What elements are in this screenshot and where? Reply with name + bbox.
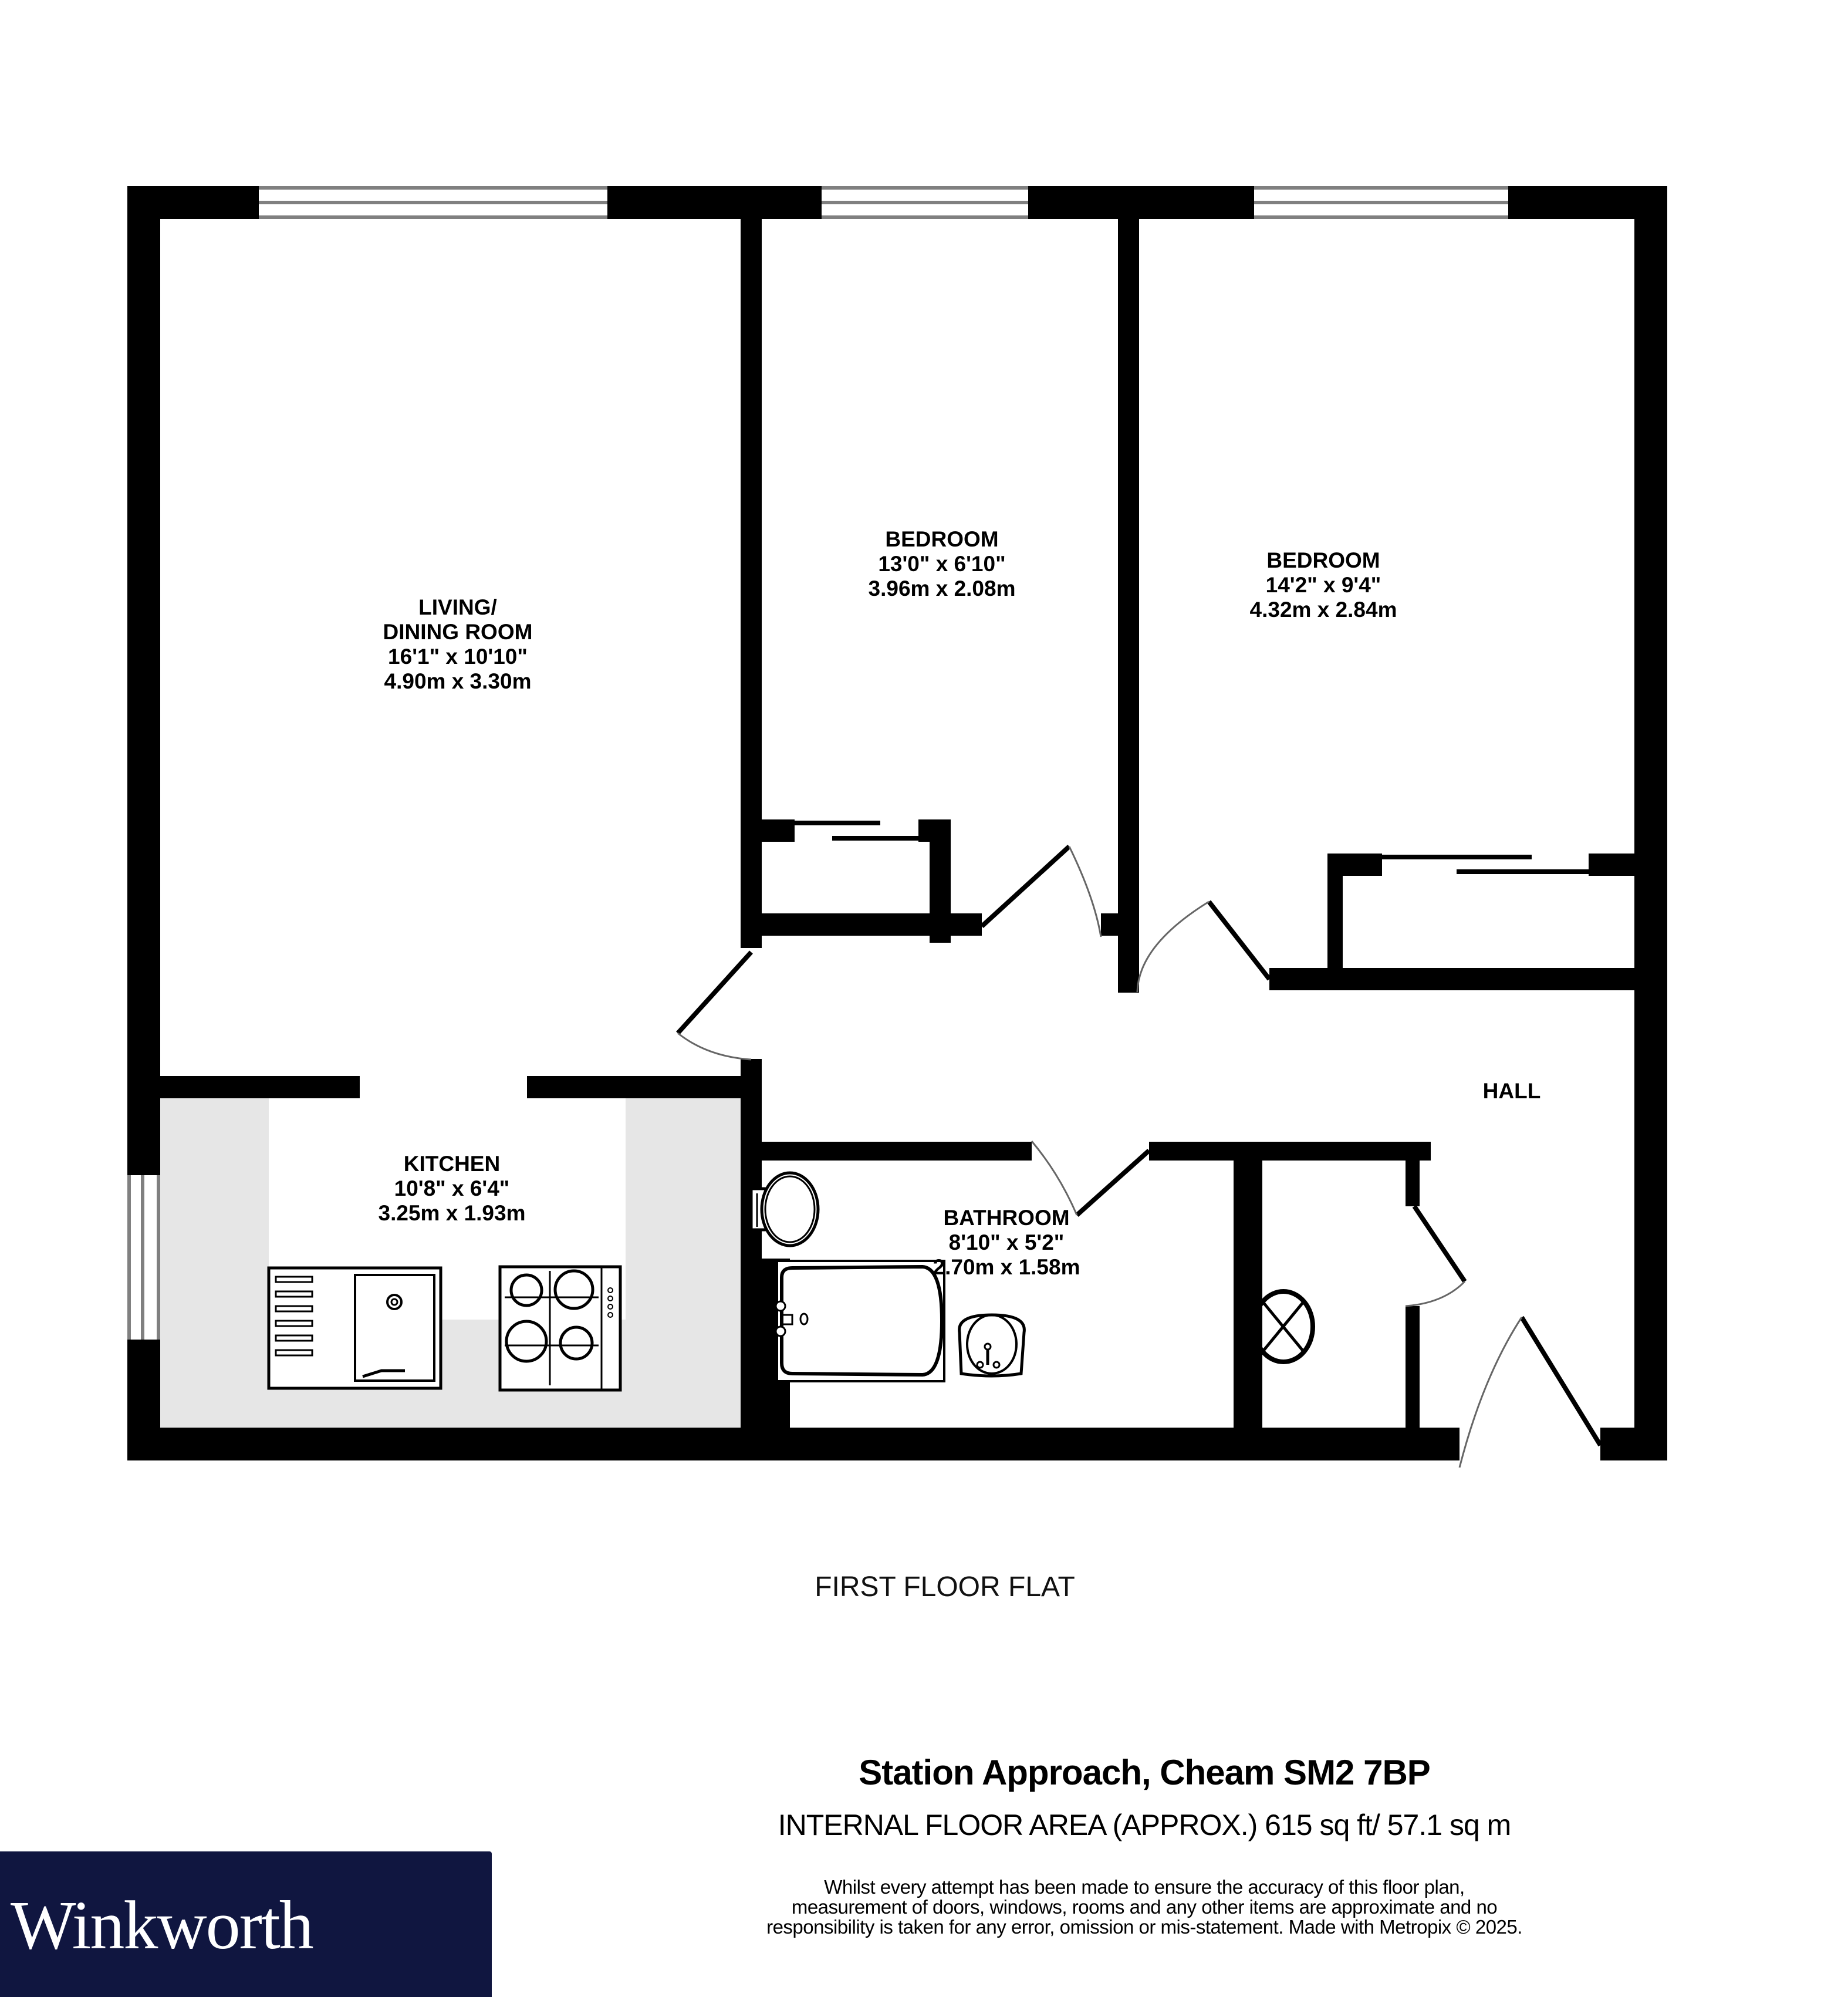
toilet-icon — [749, 1171, 820, 1247]
room-label-hall: HALL — [1483, 1079, 1541, 1104]
window-kitchen — [127, 1175, 160, 1340]
walls — [127, 186, 1667, 1460]
window-bedroom2 — [1254, 186, 1508, 219]
window-living — [259, 186, 607, 219]
windows — [127, 186, 1508, 1340]
room-label-living: LIVING/ DINING ROOM 16'1" x 10'10" 4.90m… — [383, 595, 533, 694]
room-dimensions-imperial: 13'0" x 6'10" — [878, 552, 1006, 576]
room-dimensions-imperial: 8'10" x 5'2" — [948, 1230, 1065, 1254]
hob-icon — [498, 1265, 622, 1392]
door-bathroom — [1031, 1141, 1151, 1217]
room-label-bathroom: BATHROOM 8'10" x 5'2" 2.70m x 1.58m — [933, 1206, 1080, 1280]
room-dimensions-imperial: 10'8" x 6'4" — [394, 1176, 510, 1200]
room-dimensions-imperial: 14'2" x 9'4" — [1265, 573, 1381, 597]
room-label-kitchen: KITCHEN 10'8" x 6'4" 3.25m x 1.93m — [379, 1152, 526, 1226]
window-bedroom1 — [822, 186, 1028, 219]
room-name: DINING ROOM — [383, 620, 533, 644]
floor-area: INTERNAL FLOOR AREA (APPROX.) 615 sq ft/… — [778, 1809, 1512, 1841]
door-entrance — [1458, 1315, 1603, 1468]
room-dimensions-metric: 2.70m x 1.58m — [933, 1255, 1080, 1279]
disclaimer-line: responsibility is taken for any error, o… — [766, 1916, 1522, 1938]
room-name: LIVING/ — [418, 595, 497, 619]
basin-icon — [958, 1313, 1026, 1378]
room-dimensions-metric: 4.32m x 2.84m — [1249, 598, 1397, 622]
bath-icon — [775, 1260, 945, 1382]
room-name: BEDROOM — [885, 527, 999, 551]
disclaimer-line: measurement of doors, windows, rooms and… — [791, 1896, 1498, 1918]
floor-label: FIRST FLOOR FLAT — [815, 1571, 1075, 1603]
room-name: HALL — [1482, 1079, 1541, 1103]
room-name: KITCHEN — [403, 1152, 501, 1176]
door-bedroom2 — [1136, 900, 1272, 993]
room-label-bedroom1: BEDROOM 13'0" x 6'10" 3.96m x 2.08m — [869, 527, 1016, 601]
room-name: BATHROOM — [943, 1206, 1070, 1230]
door-bedroom1 — [980, 845, 1102, 937]
room-dimensions-metric: 3.25m x 1.93m — [378, 1201, 526, 1225]
disclaimer-line: Whilst every attempt has been made to en… — [824, 1876, 1465, 1898]
sink-icon — [267, 1266, 442, 1390]
kitchen-counter — [160, 1087, 741, 1428]
doors — [676, 845, 1603, 1468]
room-label-bedroom2: BEDROOM 14'2" x 9'4" 4.32m x 2.84m — [1250, 548, 1397, 622]
disclaimer: Whilst every attempt has been made to en… — [704, 1877, 1585, 1937]
door-cupboard — [1405, 1205, 1467, 1307]
room-dimensions-imperial: 16'1" x 10'10" — [388, 645, 528, 669]
brand-logo: Winkworth — [11, 1887, 314, 1964]
wardrobe-doors — [795, 821, 1589, 874]
room-dimensions-metric: 3.96m x 2.08m — [868, 576, 1016, 601]
brand-logo-box: Winkworth — [0, 1851, 492, 1997]
room-name: BEDROOM — [1266, 548, 1380, 572]
room-dimensions-metric: 4.90m x 3.30m — [384, 669, 532, 693]
door-living — [676, 950, 753, 1061]
property-address: Station Approach, Cheam SM2 7BP — [859, 1753, 1431, 1792]
boiler-icon — [1252, 1289, 1315, 1364]
